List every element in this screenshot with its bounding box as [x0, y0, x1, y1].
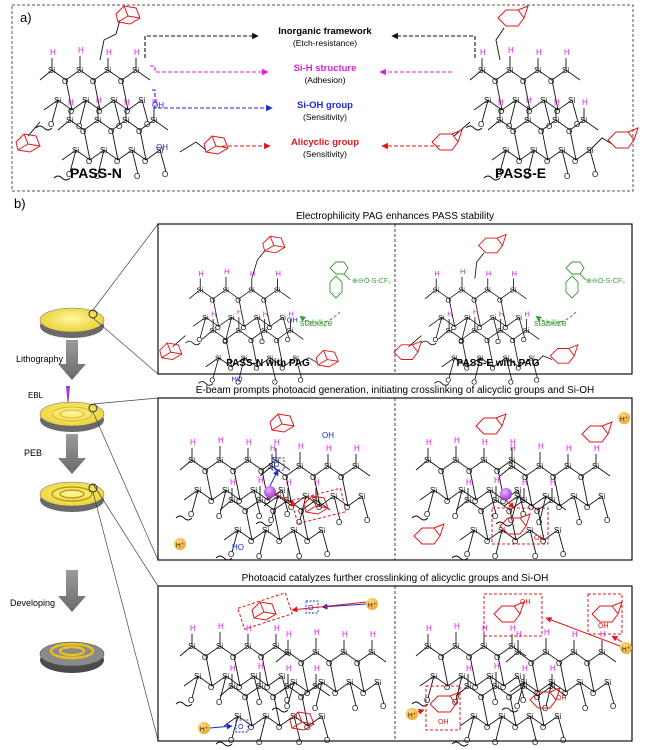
feature-title-0: Inorganic framework: [278, 26, 372, 37]
panel-b-label: b): [14, 196, 26, 211]
hplus-left-2: [174, 538, 186, 550]
photoacid-purple-right: [500, 488, 512, 500]
feature-arrows: [144, 32, 476, 150]
pag-label-left: PASS-N with PAG: [226, 358, 310, 369]
hplus-left-3a: [366, 598, 378, 610]
feature-labels: Inorganic framework (Etch-resistance) Si…: [278, 26, 372, 159]
svg-text:O: O: [308, 605, 314, 612]
feature-sub-2: (Sensitivity): [303, 112, 347, 122]
svg-text:O: O: [274, 462, 280, 469]
hplus-right-2: [618, 412, 630, 424]
down-arrow-3: [58, 570, 86, 612]
pass-e-structure: [431, 5, 639, 181]
pass-n-name: PASS-N: [70, 165, 122, 181]
svg-text:OH: OH: [534, 535, 545, 542]
stabilize-label-left: stabilize: [300, 318, 333, 328]
photoacid-purple-left: [264, 486, 276, 498]
svg-text:⊕⊖: ⊕⊖: [586, 278, 598, 285]
zoom-lines: [92, 223, 159, 741]
step-ebl: EBL: [28, 391, 44, 400]
header-1: E-beam prompts photoacid generation, ini…: [196, 385, 595, 396]
pass-e-name: PASS-E: [495, 165, 546, 181]
stabilize-label-right: stabilize: [534, 318, 567, 328]
svg-text:O: O: [238, 724, 244, 731]
header-0: Electrophilicity PAG enhances PASS stabi…: [296, 211, 494, 222]
box-ebeam: OH HO O H⁺ H⁺ OH: [157, 397, 633, 561]
ebeam-needle: [66, 386, 70, 408]
feature-sub-0: (Etch-resistance): [293, 38, 357, 48]
svg-text:OH: OH: [598, 623, 609, 630]
wafer-exposed: [39, 401, 105, 427]
feature-title-3: Alicyclic group: [291, 137, 359, 148]
down-arrow-2: [58, 434, 86, 474]
svg-text:OH: OH: [322, 431, 334, 440]
svg-text:OH: OH: [156, 143, 168, 152]
hplus-right-3b: [406, 708, 418, 720]
svg-text:HO: HO: [232, 375, 243, 384]
panel-a-label: a): [20, 10, 32, 25]
svg-text:OH: OH: [520, 599, 531, 606]
pag-molecule-left: [329, 261, 351, 299]
pag-label-right: PASS-E with PAG: [457, 358, 540, 369]
hplus-right-3a: [620, 642, 632, 654]
down-arrow-1: [58, 340, 86, 380]
step-developing: Developing: [10, 598, 55, 608]
header-2: Photoacid catalyzes further crosslinking…: [242, 573, 549, 584]
feature-sub-3: (Sensitivity): [303, 149, 347, 159]
feature-sub-1: (Adhesion): [304, 75, 345, 85]
process-flow: Lithography EBL PEB Developing: [10, 307, 105, 673]
svg-text:O-S-CF₃: O-S-CF₃: [364, 278, 391, 285]
svg-text:⊕⊖: ⊕⊖: [352, 278, 364, 285]
feature-title-1: Si-H structure: [294, 63, 357, 74]
feature-title-2: Si-OH group: [297, 100, 353, 111]
svg-text:H⁺: H⁺: [176, 542, 185, 549]
svg-text:HO: HO: [232, 543, 244, 552]
panel-a-frame: [11, 4, 634, 192]
hplus-left-3b: [198, 722, 210, 734]
svg-text:OH: OH: [287, 316, 298, 325]
step-lithography: Lithography: [16, 354, 64, 364]
svg-text:H⁺: H⁺: [408, 712, 417, 719]
box-pag-stability: OH HO ⊕⊖ O-S-CF₃ stabilize PASS-N with P…: [157, 223, 633, 387]
pass-n-structure: OH OH: [15, 5, 229, 181]
box-crosslinking: O H⁺ H⁺ O OH OH H⁺ OH H⁺ OH: [157, 585, 633, 747]
svg-text:OH: OH: [438, 719, 449, 726]
svg-text:H⁺: H⁺: [200, 726, 209, 733]
step-peb: PEB: [24, 448, 42, 458]
svg-text:H⁺: H⁺: [368, 602, 377, 609]
svg-text:O-S-CF₃: O-S-CF₃: [598, 278, 625, 285]
svg-text:OH: OH: [152, 101, 164, 110]
wafer-coated: [39, 307, 105, 333]
wafer-baked: [39, 481, 105, 507]
pag-molecule-right: [565, 261, 587, 299]
svg-text:H⁺: H⁺: [620, 416, 629, 423]
svg-text:OH: OH: [556, 695, 567, 702]
svg-text:H⁺: H⁺: [622, 646, 631, 653]
